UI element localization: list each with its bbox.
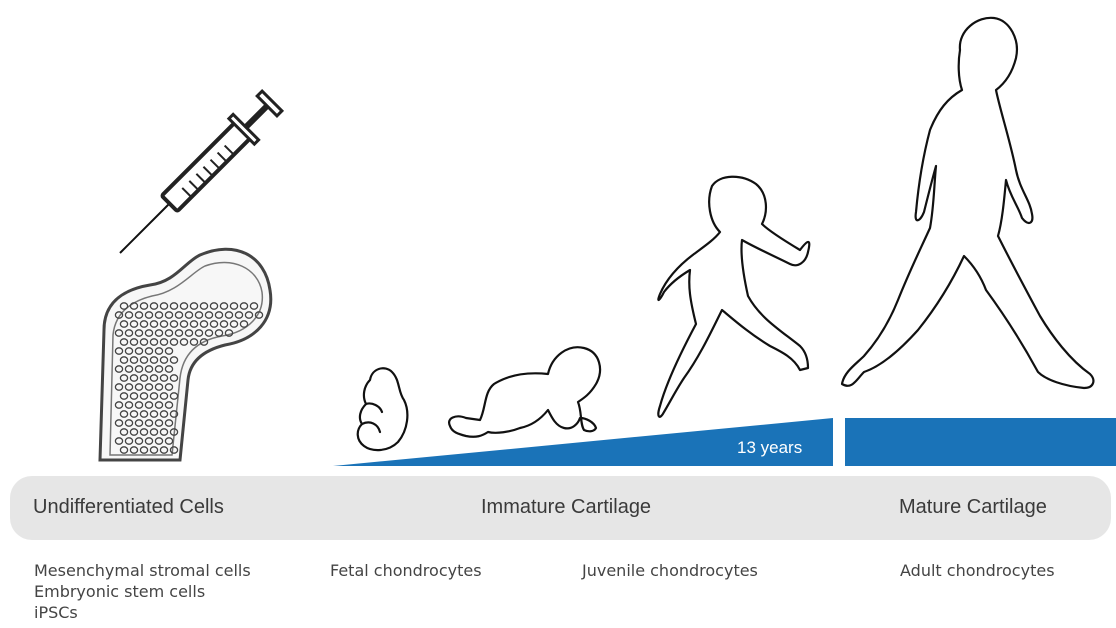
walking-adult-icon	[842, 18, 1093, 388]
cell-type-item: Juvenile chondrocytes	[582, 560, 758, 581]
femur-bone-icon	[100, 249, 271, 460]
fetal-cell-list: Fetal chondrocytes	[330, 560, 482, 581]
mature-cell-list: Adult chondrocytes	[900, 560, 1055, 581]
cell-type-item: iPSCs	[34, 602, 251, 623]
stage-label-undifferentiated: Undifferentiated Cells	[33, 496, 224, 519]
fetus-icon	[358, 368, 408, 450]
undifferentiated-cell-list: Mesenchymal stromal cells Embryonic stem…	[34, 560, 251, 623]
age-label: 13 years	[737, 438, 802, 458]
crawling-baby-icon	[449, 347, 600, 437]
stage-label-mature: Mature Cartilage	[899, 496, 1047, 519]
cell-type-item: Mesenchymal stromal cells	[34, 560, 251, 581]
juvenile-cell-list: Juvenile chondrocytes	[582, 560, 758, 581]
syringe-icon	[107, 88, 284, 265]
mature-timeline-bar	[845, 418, 1116, 466]
running-child-icon	[658, 177, 809, 417]
cell-type-item: Adult chondrocytes	[900, 560, 1055, 581]
stage-label-immature: Immature Cartilage	[481, 496, 651, 519]
cell-type-item: Fetal chondrocytes	[330, 560, 482, 581]
cell-type-item: Embryonic stem cells	[34, 581, 251, 602]
